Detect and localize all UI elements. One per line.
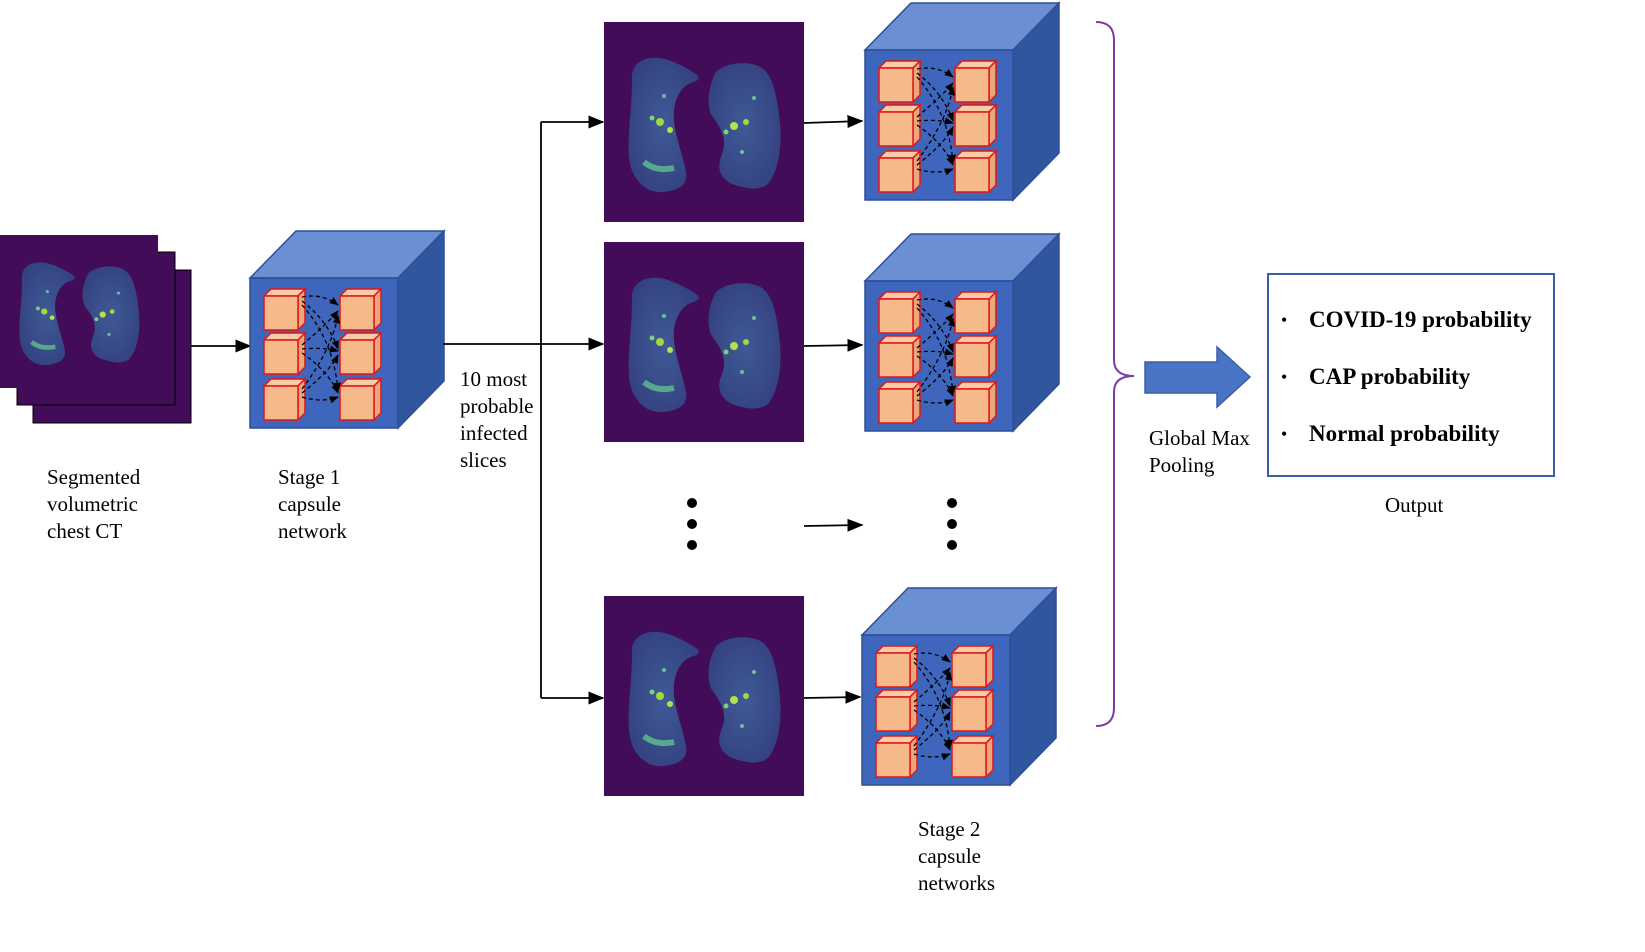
slice-ellipsis	[687, 498, 697, 550]
stage2-label: Stage 2 capsule networks	[918, 817, 995, 895]
ct-slice-1	[604, 22, 804, 222]
ct-slice-10	[604, 596, 804, 796]
stage2-capsule-cube-2	[865, 234, 1059, 431]
output-item-label: CAP probability	[1309, 364, 1471, 389]
slices-label: 10 most probable infected slices	[460, 367, 534, 472]
output-label: Output	[1385, 493, 1444, 517]
stage2-capsule-cube-1	[865, 3, 1059, 200]
ct-volume-stack	[0, 235, 191, 423]
output-item-normal: •Normal probability	[1281, 421, 1500, 446]
stage2-capsule-cube-10	[862, 588, 1056, 785]
output-list: •COVID-19 probability •CAP probability •…	[1279, 305, 1532, 476]
pooling-label: Global Max Pooling	[1149, 426, 1250, 477]
stage1-label: Stage 1 capsule network	[278, 465, 347, 543]
output-item-covid: •COVID-19 probability	[1281, 307, 1532, 332]
pooling-bracket	[1095, 21, 1135, 727]
ct-slice-2	[604, 242, 804, 442]
output-item-label: COVID-19 probability	[1309, 307, 1532, 332]
stage1-capsule-cube	[250, 231, 444, 428]
input-label: Segmented volumetric chest CT	[47, 465, 141, 543]
ct-slice-front	[0, 235, 158, 388]
branch-connector	[443, 115, 605, 705]
output-item-label: Normal probability	[1309, 421, 1500, 446]
output-box: •COVID-19 probability •CAP probability •…	[1267, 273, 1555, 477]
slice-to-network-arrows	[803, 115, 864, 704]
pooling-arrow	[1144, 345, 1252, 409]
network-ellipsis	[947, 498, 957, 550]
output-item-cap: •CAP probability	[1281, 364, 1471, 389]
